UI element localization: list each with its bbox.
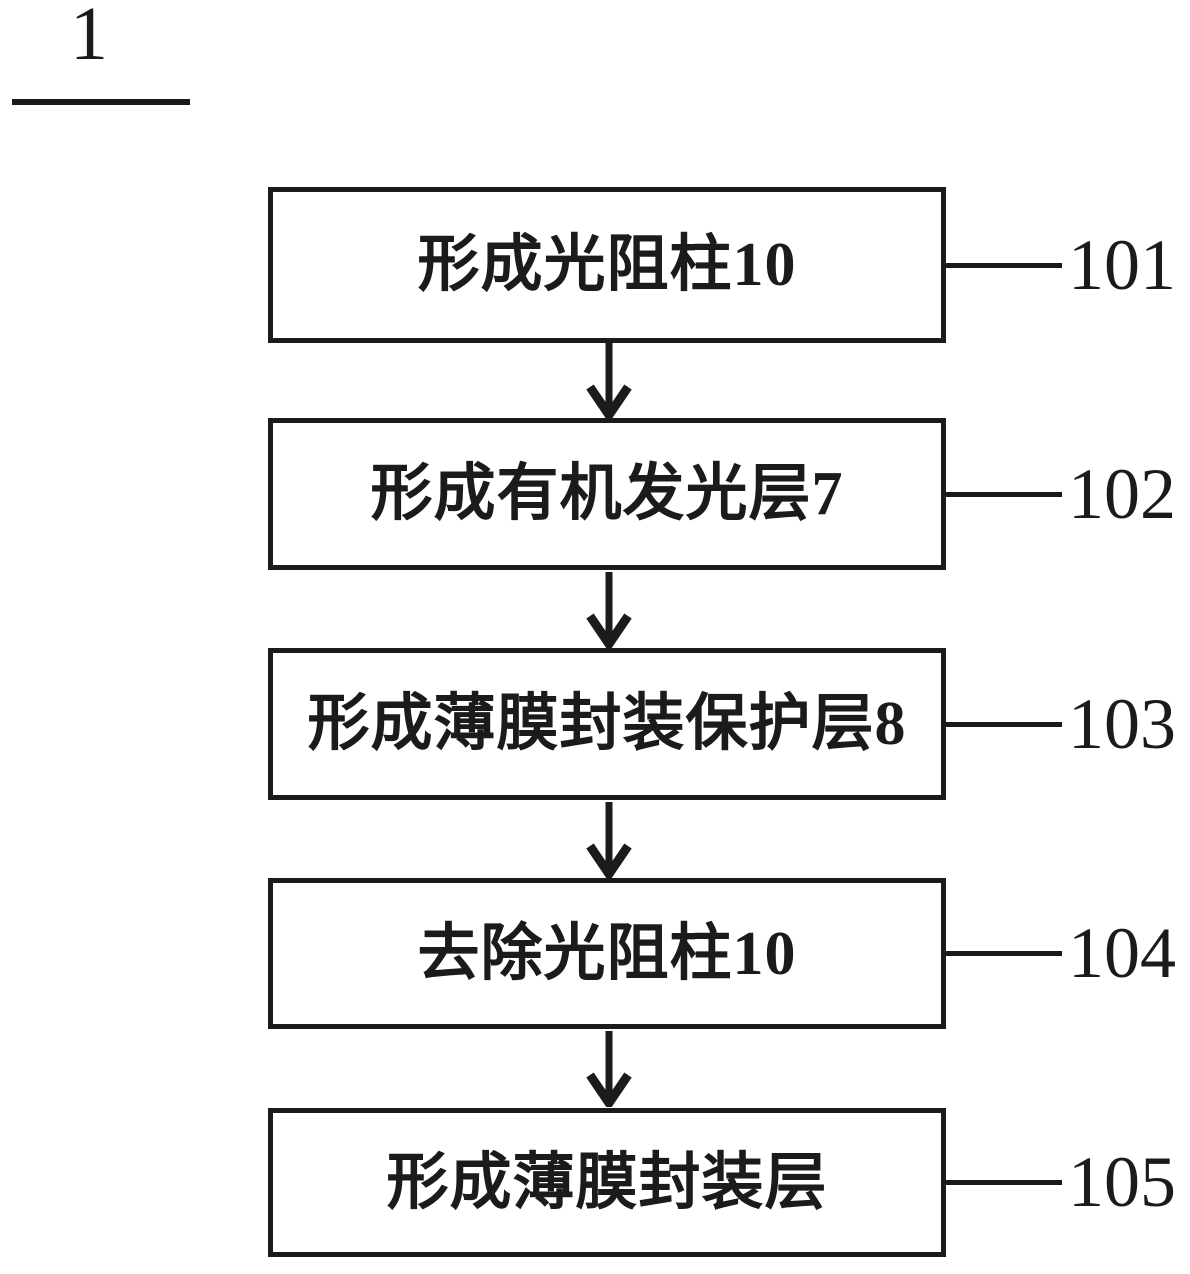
reference-connector-line-5 [944, 1180, 1062, 1185]
flow-step-box-4: 去除光阻柱10 [268, 878, 946, 1029]
reference-connector-line-2 [944, 492, 1062, 497]
down-arrow-icon [586, 572, 632, 648]
flow-step-box-3: 形成薄膜封装保护层8 [268, 648, 946, 800]
flow-step-box-1: 形成光阻柱10 [268, 187, 946, 343]
down-arrow-icon [586, 1031, 632, 1107]
reference-number-4: 104 [1068, 913, 1176, 993]
down-arrow-icon [586, 343, 632, 419]
flow-step-label-3: 形成薄膜封装保护层8 [307, 690, 907, 758]
figure-number-underline [12, 99, 190, 105]
flow-step-box-5: 形成薄膜封装层 [268, 1108, 946, 1257]
reference-number-3: 103 [1068, 684, 1176, 764]
flow-step-label-1: 形成光阻柱10 [417, 231, 797, 299]
reference-connector-line-3 [944, 722, 1062, 727]
figure-number: 1 [70, 0, 108, 76]
reference-number-1: 101 [1068, 225, 1176, 305]
flow-step-label-5: 形成薄膜封装层 [386, 1148, 828, 1217]
reference-number-2: 102 [1068, 454, 1176, 534]
reference-connector-line-1 [944, 263, 1062, 268]
flow-step-box-2: 形成有机发光层7 [268, 418, 946, 570]
flow-step-label-2: 形成有机发光层7 [370, 460, 844, 528]
reference-connector-line-4 [944, 951, 1062, 956]
reference-number-5: 105 [1068, 1142, 1176, 1222]
down-arrow-icon [586, 802, 632, 878]
flow-step-label-4: 去除光阻柱10 [417, 919, 797, 988]
